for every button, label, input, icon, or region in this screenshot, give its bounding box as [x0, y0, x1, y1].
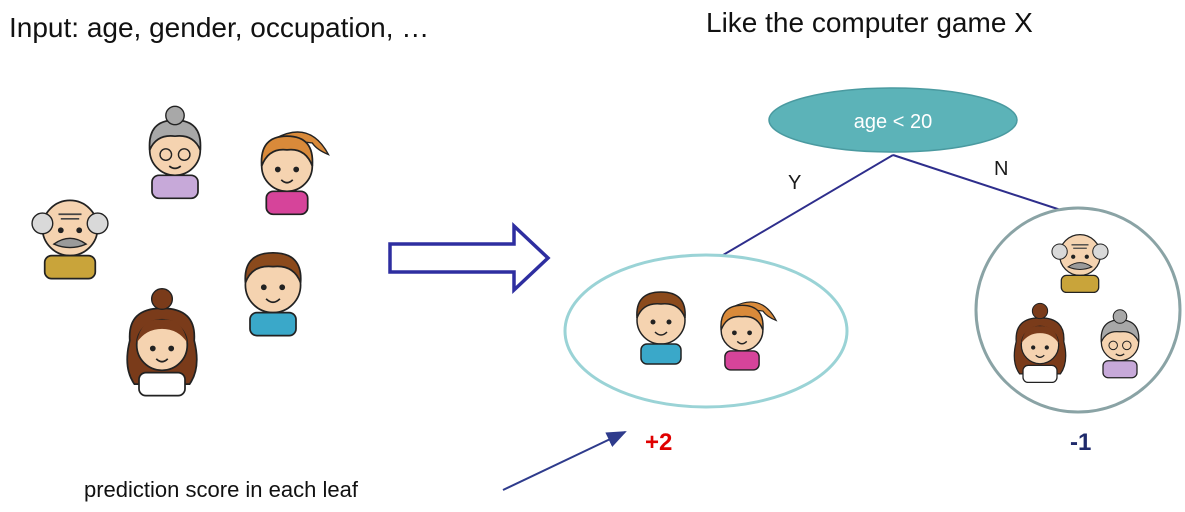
girl-figure	[260, 131, 330, 216]
grandma-figure	[148, 105, 202, 200]
root-condition-label: age < 20	[854, 111, 932, 133]
input-features-title: Input: age, gender, occupation, …	[9, 12, 430, 43]
edge-yes	[717, 154, 894, 259]
root-node	[768, 87, 1018, 153]
leaf-boy-figure	[636, 291, 686, 365]
grandpa-figure	[31, 199, 109, 280]
no-edge-label: N	[994, 158, 1008, 180]
edge-no	[892, 154, 1077, 216]
boy-figure	[244, 251, 302, 337]
negative-score-label: -1	[1070, 429, 1091, 456]
annotation-arrow-icon	[502, 431, 627, 491]
right-arrow-icon	[388, 221, 551, 295]
woman-figure	[126, 287, 198, 397]
game-analogy-title: Like the computer game X	[706, 7, 1033, 38]
yes-leaf-node	[563, 253, 849, 409]
positive-score-label: +2	[645, 429, 672, 456]
leaf-score-annotation: prediction score in each leaf	[84, 477, 358, 502]
yes-edge-label: Y	[788, 172, 801, 194]
